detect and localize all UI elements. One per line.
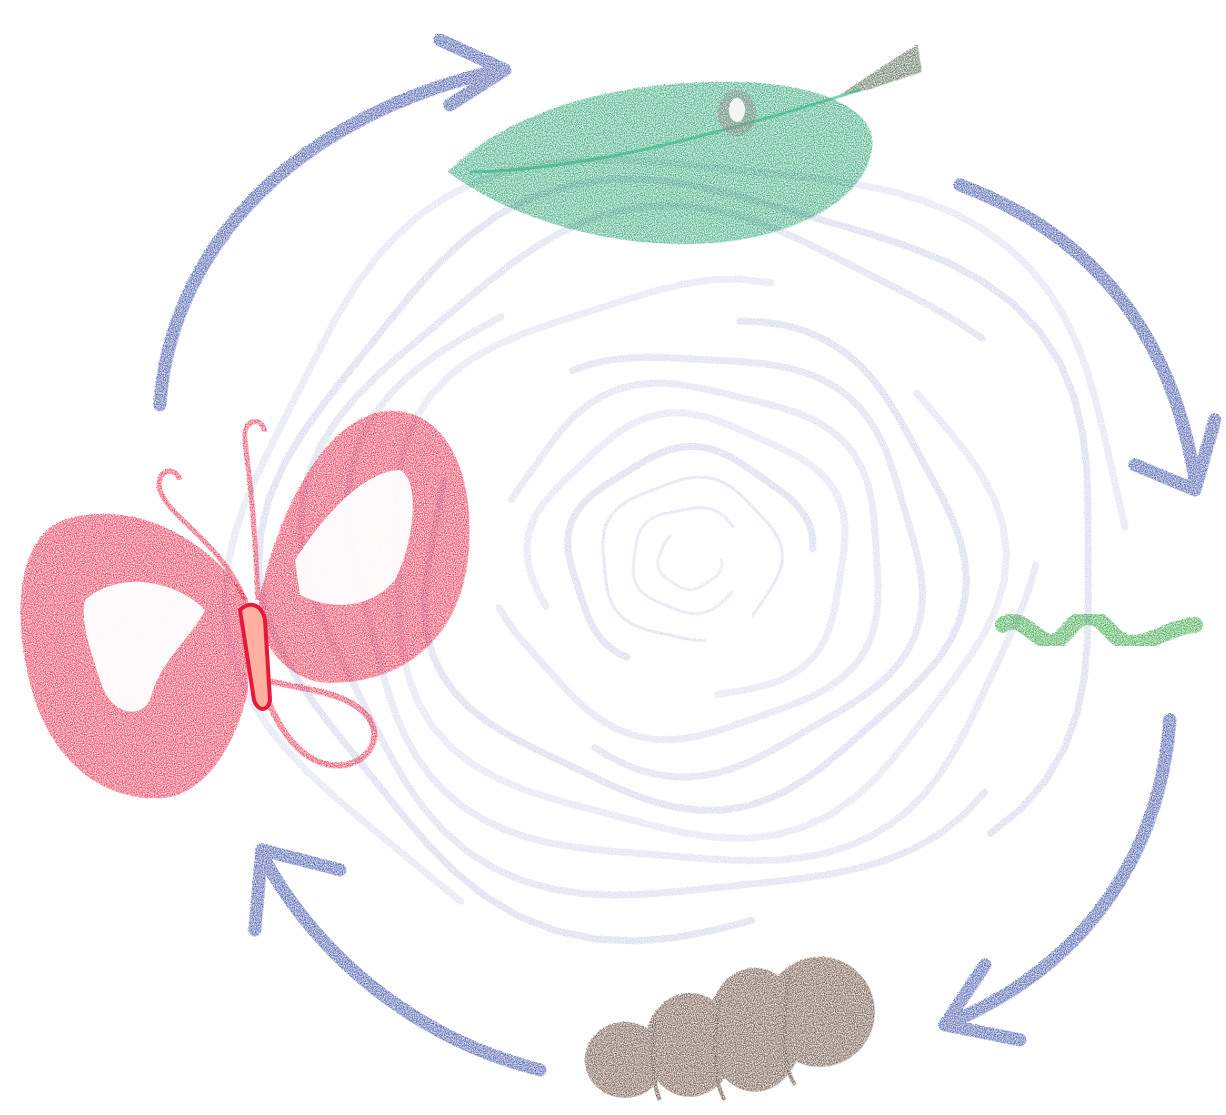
spiral-stroke xyxy=(499,383,878,739)
spiral-stroke xyxy=(527,413,845,695)
arrow-butterfly-to-leaf xyxy=(160,70,500,405)
egg-highlight xyxy=(729,98,745,122)
spiral-stroke xyxy=(603,477,782,641)
spiral-stroke xyxy=(633,508,732,614)
leaf-stem-icon xyxy=(840,45,922,95)
butterfly-icon xyxy=(24,414,467,795)
arrow-head-leaf-to-caterpillar xyxy=(1135,420,1215,490)
arrow-pupa-to-butterfly xyxy=(265,860,540,1070)
leaf-with-egg-icon xyxy=(448,45,922,244)
spiral-stroke xyxy=(658,536,722,590)
caterpillar-icon xyxy=(1003,617,1195,643)
chrysalis-icon xyxy=(585,957,875,1100)
arrow-leaf-to-caterpillar xyxy=(960,185,1195,480)
spiral-stroke xyxy=(572,358,922,778)
